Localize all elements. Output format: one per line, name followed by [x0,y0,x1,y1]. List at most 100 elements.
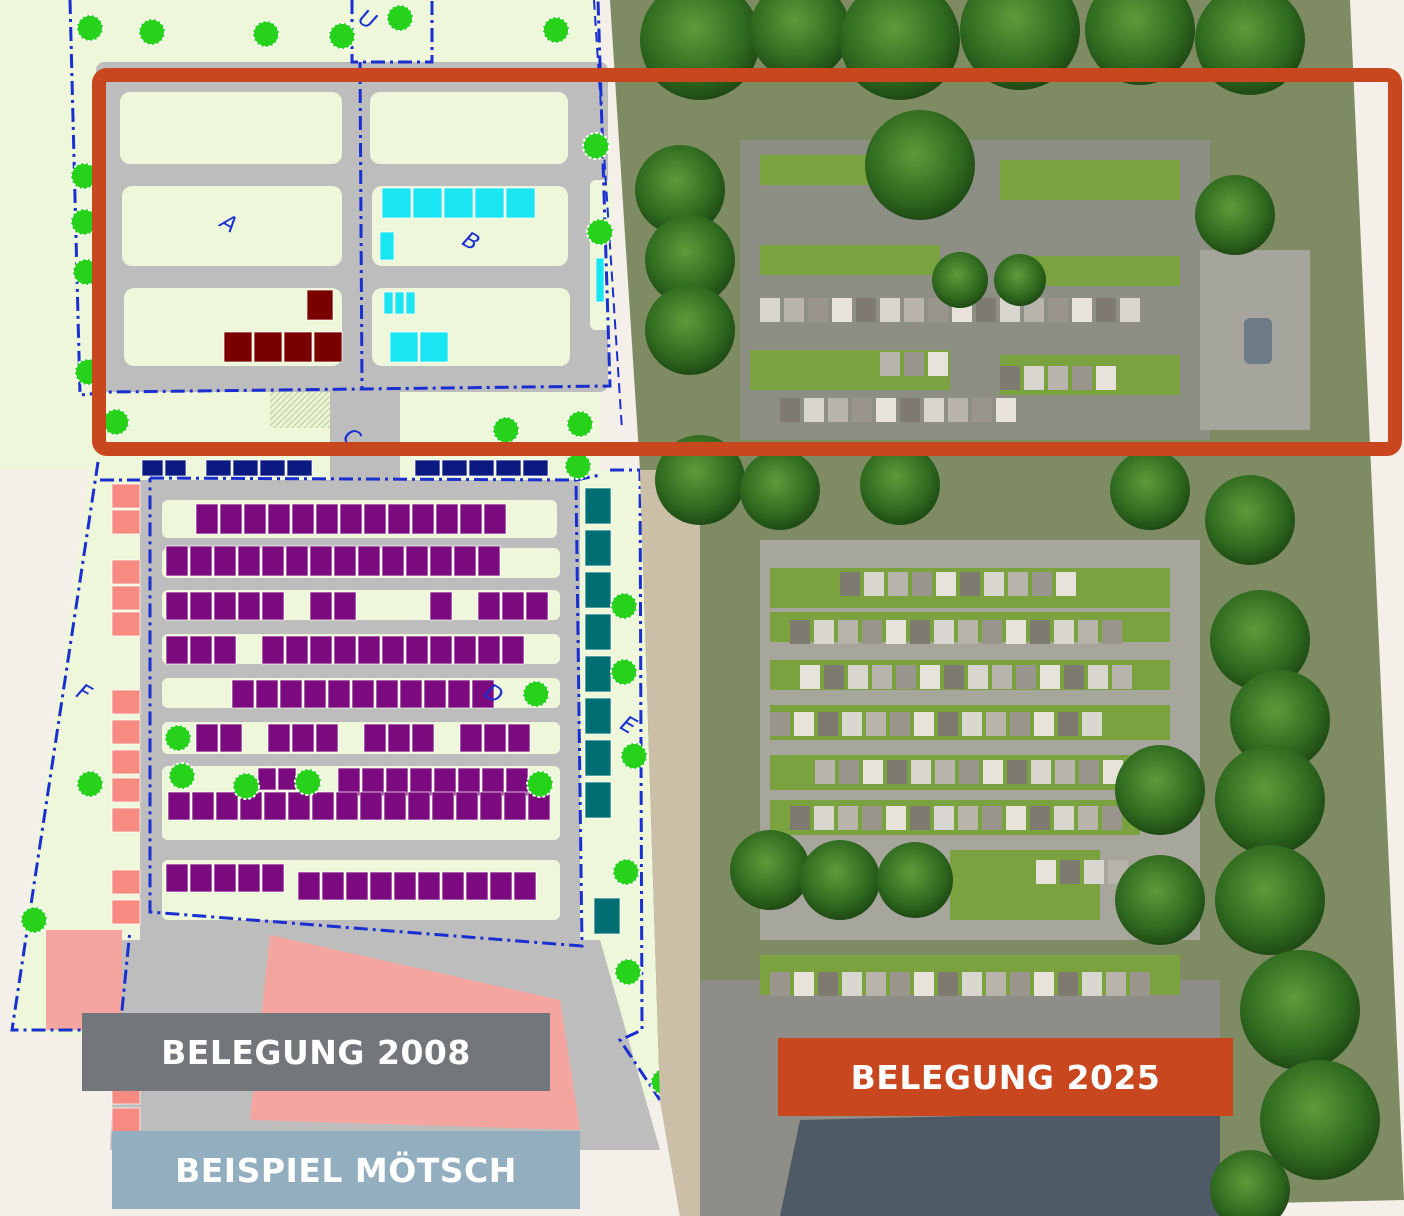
aerial-grave [959,760,979,784]
aerial-tree-canopy [750,0,850,80]
grave-purple [213,545,237,577]
grave-purple [483,503,507,535]
aerial-grave [986,712,1006,736]
grave-purple [191,791,215,821]
aerial-grave [1006,620,1026,644]
aerial-grave [968,665,988,689]
aerial-grave [1040,665,1060,689]
grave-purple [417,871,441,901]
aerial-grave [1082,712,1102,736]
aerial-grave [948,398,968,422]
grave-purple [189,545,213,577]
grave-purple [321,871,345,901]
aerial-grave [914,972,934,996]
aerial-tree-canopy [1205,475,1295,565]
grave-purple [441,871,465,901]
tree-symbol [76,14,104,42]
grave-purple [339,503,363,535]
grave-teal [584,697,612,735]
grave-cyan [595,257,605,303]
aerial-grave [1048,298,1068,322]
grave-purple [455,791,479,821]
aerial-grave [760,298,780,322]
parked-car [1244,318,1272,364]
aerial-grave [983,760,1003,784]
aerial-photo-2025 [600,0,1404,1216]
tree-symbol [582,132,610,160]
aerial-grave [1030,806,1050,830]
aerial-grave [1036,860,1056,884]
tree-symbol [492,416,520,444]
label-belegung-2025: BELEGUNG 2025 [778,1038,1233,1116]
aerial-grave [814,620,834,644]
grave-purple [477,545,501,577]
grave-purple [479,791,503,821]
grave-cyan [394,291,405,315]
grave-purple [189,591,213,621]
aerial-grave [938,972,958,996]
aerial-grave [794,972,814,996]
tree-symbol [614,958,642,986]
grave-cyan [405,291,416,315]
aerial-grave [1008,572,1028,596]
aerial-grave [900,398,920,422]
grave-salmon [111,509,141,535]
grave-navy [522,459,549,477]
aerial-tree-canopy [1230,670,1330,770]
grave-purple [405,545,429,577]
aerial-grave [1088,665,1108,689]
grave-salmon [111,777,141,803]
aerial-tree-canopy [1240,950,1360,1070]
grave-purple [477,635,501,665]
aerial-grave [784,298,804,322]
aerial-grave [880,352,900,376]
grave-purple [501,591,525,621]
grave-purple [311,791,335,821]
aerial-grave [886,806,906,830]
tree-symbol [610,592,638,620]
grave-purple [297,871,321,901]
aerial-grave [876,398,896,422]
aerial-grave [840,572,860,596]
aerial-tree-canopy [1210,1150,1290,1216]
grave-purple [359,791,383,821]
aerial-grave [790,620,810,644]
aerial-grave [1030,620,1050,644]
grave-purple [407,791,431,821]
aerial-grave [1079,760,1099,784]
aerial-grave [1010,712,1030,736]
aerial-tree-canopy [1195,175,1275,255]
aerial-grave [986,972,1006,996]
grave-purple [213,591,237,621]
grave-purple [525,591,549,621]
aerial-grave [1058,972,1078,996]
aerial-grave [920,665,940,689]
tree-symbol [168,762,196,790]
aerial-grave [904,298,924,322]
grave-cyan [505,187,536,219]
aerial-tree-canopy [932,252,988,308]
grave-purple [267,723,291,753]
grave-purple [447,679,471,709]
grave-purple [381,545,405,577]
grave-purple [477,591,501,621]
tree-symbol [232,772,260,800]
aerial-tree-canopy [1210,590,1310,690]
tree-symbol [566,410,594,438]
grave-purple [333,545,357,577]
aerial-grave [1034,712,1054,736]
grave-teal [584,571,612,609]
aerial-grave [886,620,906,644]
highlight-frame [92,68,1402,456]
aerial-grave [958,806,978,830]
grave-purple [453,635,477,665]
grave-purple [189,863,213,893]
tree-symbol [564,452,592,480]
grave-purple [279,679,303,709]
aerial-grave [1130,972,1150,996]
aerial-grave [838,620,858,644]
aerial-tree-canopy [655,435,745,525]
grave-navy [164,459,187,477]
grave-purple [501,635,525,665]
